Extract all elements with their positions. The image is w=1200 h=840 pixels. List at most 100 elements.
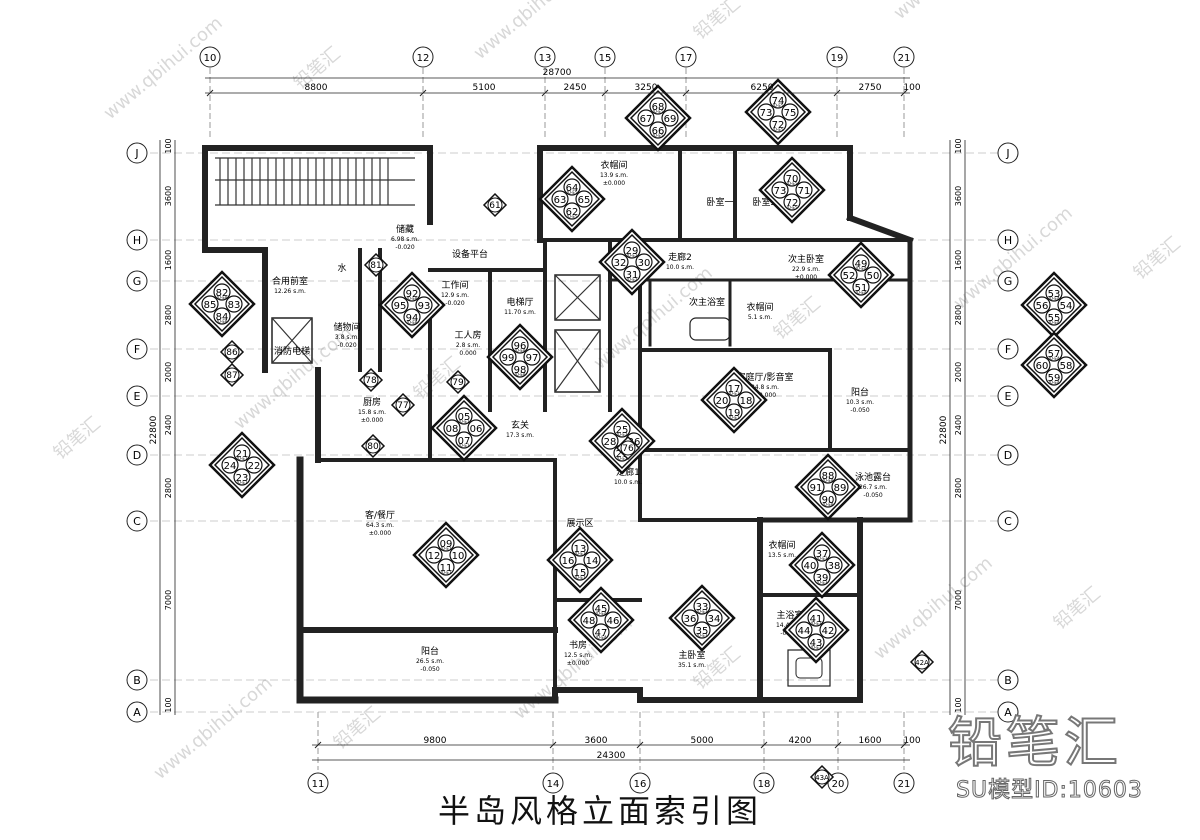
room-label: 卧室一 [706,196,733,208]
dim-side-total: 22800 [149,415,159,444]
marker-number: 52 [843,271,856,282]
marker-code: ID-E1 [441,546,452,551]
marker-number: 19 [728,408,741,419]
marker-code: ID-E1 [459,443,470,448]
room-name: 设备平台 [452,248,488,260]
marker-number: 77 [397,401,408,411]
watermark-text: 铅笔汇 [770,293,825,344]
room-name: 书房 [569,639,587,651]
axis-letter: F [134,343,140,356]
dim-side-part: 3600 [954,186,963,206]
room-name: 客/餐厅 [365,509,395,521]
watermark-text: 铅笔汇 [1050,583,1105,634]
small-index-marker: 42A [909,649,935,675]
axis-letter: G [1004,275,1013,288]
room-name: 厨房 [363,396,381,408]
room-area: 17.3 s.m. [506,432,534,439]
dim-top-part: 6250 [751,83,774,93]
small-index-marker: 81 [363,252,389,278]
room-name: 玄关 [511,419,529,431]
axis-bubble-side [126,270,148,292]
room-area: 2.8 s.m. [456,342,480,349]
axis-bubble-side [997,270,1019,292]
marker-number: 73 [760,108,773,119]
marker-number: 25 [616,425,629,436]
axis-bubble-side [126,229,148,251]
room-area: 26.7 s.m. [859,484,887,491]
marker-code: ID-E1 [459,419,470,424]
axis-letter: G [133,275,142,288]
room-level: -0.020 [395,244,415,251]
room-area: 26.5 s.m. [416,658,444,665]
watermark-text: www.qbihui.com [150,673,277,784]
marker-code: ID-E1 [237,480,248,485]
marker-code: ID-E8 [407,296,418,301]
axis-bubble-side [126,510,148,532]
axis-bubble-side [997,669,1019,691]
axis-bubble-bottom [542,772,564,794]
room-area: 13.9 s.m. [600,172,628,179]
room-name: 家庭厅/影音室 [736,371,793,383]
dim-side-part: 7000 [164,590,173,610]
marker-number: 45 [595,604,608,615]
axis-bubble-top [199,46,221,68]
marker-number: 98 [514,365,527,376]
marker-code: ID-E1 [729,391,740,396]
marker-number: 47 [595,628,608,639]
marker-number: 46 [607,616,620,627]
marker-number: 93 [418,301,431,312]
dim-side-part: 2800 [164,478,173,498]
dim-side-part: 2800 [954,478,963,498]
marker-number: 13 [574,544,587,555]
marker-number: 06 [470,424,483,435]
marker-number: 56 [1036,301,1049,312]
axis-number-top: 15 [599,53,612,64]
dim-side-total: 22800 [939,415,949,444]
marker-number: 50 [867,271,880,282]
dim-side-part: 1600 [954,250,963,270]
axis-number-bottom: 21 [898,779,911,790]
marker-number: 82 [216,288,229,299]
room-level: ±0.000 [795,274,817,281]
dim-bottom-part: 1600 [859,736,882,746]
axis-bubble-bottom [753,772,775,794]
axis-number-top: 19 [831,53,844,64]
marker-code: ID-E1 [441,570,452,575]
room-name: 储藏 [396,223,414,235]
marker-number: 84 [216,312,229,323]
dim-side-part: 100 [954,697,963,712]
room-area: 13.5 s.m. [768,552,796,559]
marker-code: ID-E5 [567,214,578,219]
marker-code: ID-E3 [811,621,822,626]
axis-bubble-top [594,46,616,68]
axis-letter: D [1004,449,1012,462]
room-name: 阳台 [421,645,439,657]
marker-number: 10 [452,551,465,562]
marker-number: 94 [406,313,419,324]
axis-bubble-side [126,669,148,691]
dim-side-part: 2000 [954,362,963,382]
marker-code: ID-E3 [811,645,822,650]
marker-code: ID-E8 [515,372,526,377]
axis-letter: E [134,390,141,403]
marker-code: ID-E1 [575,575,586,580]
room-name: 走廊2 [668,251,692,263]
marker-code: ID-E1 [729,415,740,420]
axis-bubble-side [126,444,148,466]
room-label: 次主浴室 [689,296,725,308]
axis-letter: H [1004,234,1012,247]
marker-code: ID-E5 [653,133,664,138]
